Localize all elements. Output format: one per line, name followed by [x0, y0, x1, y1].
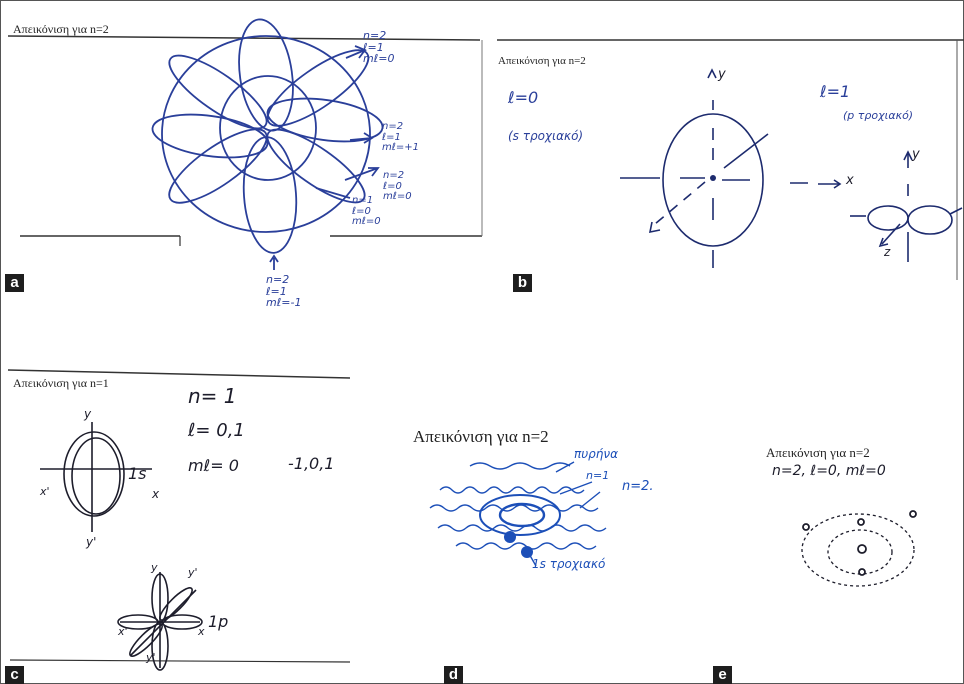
shell-electrons — [802, 510, 917, 576]
panel-c-label: c — [5, 666, 24, 684]
panel-c-note-ml: mℓ= 0 — [188, 456, 239, 475]
panel-a-note-mid-right: n=2 ℓ=1 mℓ=+1 — [382, 121, 419, 153]
panel-d-label: d — [444, 666, 463, 684]
p-lobe-left — [151, 113, 269, 159]
panel-c-label-1p: 1p — [208, 612, 229, 631]
panel-c-title: Απεικόνιση για n=1 — [13, 376, 109, 390]
panel-b-note-l0: ℓ=0 — [508, 88, 539, 107]
panel-c-note-l: ℓ= 0,1 — [188, 420, 245, 441]
electron-dot-2 — [521, 546, 533, 558]
1s-sketch — [40, 422, 152, 532]
panel-d-note-n1: n=1 — [586, 469, 610, 482]
1s-orbital-outline — [219, 75, 317, 181]
panel-a-label: a — [5, 274, 24, 292]
orbital-set-n2 — [151, 18, 384, 270]
panel-d-note-n2: n=2. — [622, 479, 654, 494]
panel-e-label: e — [713, 666, 732, 684]
p-orbital-sketch — [850, 150, 963, 262]
electron-cloud — [429, 461, 607, 567]
panel-c-label-1s: 1s — [128, 464, 147, 483]
nucleus-dot — [710, 175, 716, 181]
p-lobe-bottom — [242, 136, 298, 254]
panel-c-axis2-x-right: x — [198, 625, 205, 638]
panel-b-note-s-orbital: (s τροχιακό) — [508, 129, 584, 143]
p-lobe-right — [266, 97, 384, 143]
panel-c-axis-y-top: y — [84, 407, 92, 421]
panel-b-note-l1: ℓ=1 — [820, 82, 851, 101]
1p-sketch — [117, 572, 203, 671]
panel-b-label: b — [513, 274, 532, 292]
panel-e-drawing — [801, 510, 917, 587]
panel-a-drawing — [7, 18, 483, 270]
panel-c-note-n: n= 1 — [188, 384, 237, 408]
panel-c-axis2-y-top: y — [151, 561, 158, 574]
electron-dot-1 — [504, 531, 516, 543]
panel-b-title: Απεικόνιση για n=2 — [498, 55, 586, 67]
panel-b-axis-y2: y — [912, 147, 920, 162]
panel-c-axis-x-left: x' — [40, 485, 50, 498]
s-orbital-ellipse — [662, 113, 764, 247]
panel-a-note-inner: n=1 ℓ=0 mℓ=0 — [352, 195, 381, 227]
panel-e-note: n=2, ℓ=0, mℓ=0 — [772, 463, 886, 479]
panel-c-drawing — [7, 369, 351, 671]
panel-c-axis-y-bottom: y' — [86, 535, 97, 549]
panel-c-note-ml-values: -1,0,1 — [288, 454, 335, 473]
panel-b-drawing — [497, 39, 964, 280]
panel-b-axis-z: z — [884, 245, 891, 259]
panel-d-note-core: πυρήνα — [574, 447, 619, 461]
panel-d-note-orbital: 1s τροχιακό — [532, 557, 606, 571]
panel-b-axis-x: x — [846, 173, 854, 188]
panel-c-axis-x-right: x — [152, 487, 160, 501]
panel-a-note-lower-right: n=2 ℓ=0 mℓ=0 — [383, 170, 412, 202]
panel-c-axis2-y-bottom: y' — [146, 651, 156, 664]
s-orbital-sketch — [620, 68, 842, 268]
panel-a-title: Απεικόνιση για n=2 — [13, 22, 109, 36]
panel-e-title: Απεικόνιση για n=2 — [766, 445, 870, 460]
panel-b-axis-y: y — [718, 67, 726, 82]
panel-a-note-top-right: n=2 ℓ=1 mℓ=0 — [363, 29, 395, 66]
2s-orbital-outline — [161, 35, 371, 233]
panel-c-axis2-x-left: x' — [118, 625, 128, 638]
panel-a-note-bottom: n=2 ℓ=1 mℓ=-1 — [266, 273, 302, 310]
panel-b-note-p-orbital: (p τροχιακό) — [843, 109, 914, 122]
panel-d-title: Απεικόνιση για n=2 — [413, 427, 549, 446]
panel-c-axis2-y-top2: y' — [188, 566, 198, 579]
panel-d-drawing — [429, 461, 607, 567]
